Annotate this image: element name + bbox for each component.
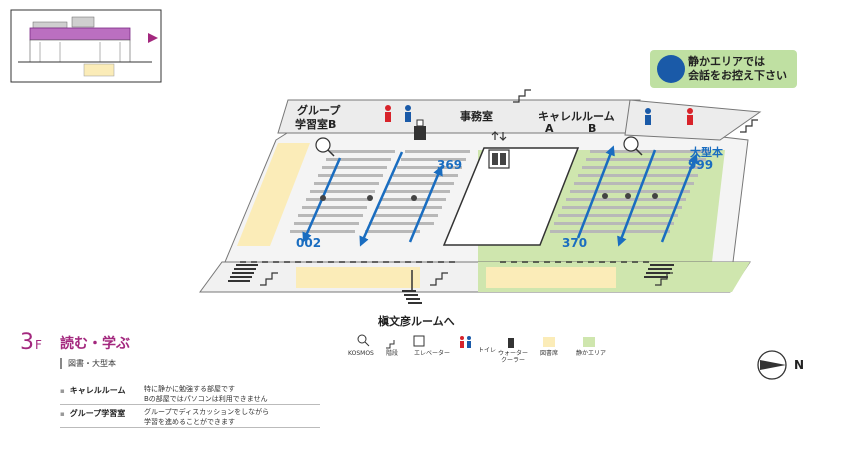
room-carrel-a: A: [545, 122, 554, 135]
room-group-study-line1: グループ: [297, 104, 341, 117]
reading-seats-bottom-right: [486, 267, 616, 288]
quiet-notice-line2: 会話をお控え下さい: [688, 69, 787, 82]
floor-collection: 図書・大型本: [60, 358, 116, 369]
legend-row: キャレルルーム 特に静かに勉強する部屋です Bの部屋ではパソコンは利用できません: [60, 382, 320, 405]
legend-quiet-area: 静かエリア: [576, 350, 607, 357]
building-minimap: [10, 9, 162, 83]
shelf-number-999: 999: [688, 158, 714, 172]
kosmos-terminal-icon: [623, 136, 643, 156]
legend-toilet: トイレ: [478, 347, 497, 354]
room-group-study-line2: 学習室B: [295, 118, 337, 131]
atrium-void: [442, 147, 580, 246]
room-carrel: キャレルルーム: [538, 110, 615, 123]
water-cooler-icon: [414, 119, 426, 140]
toilet-icon: [385, 105, 693, 125]
compass-north: N: [794, 358, 805, 372]
floor-title: 読む・学ぶ: [60, 336, 130, 352]
legend-row: グループ学習室 グループでディスカッションをしながら 学習を進めることができます: [60, 405, 320, 428]
room-office: 事務室: [460, 110, 493, 123]
book-stacks-zone: [237, 143, 310, 246]
room-carrel-b: B: [588, 122, 597, 135]
room-legend: キャレルルーム 特に静かに勉強する部屋です Bの部屋ではパソコンは利用できません…: [60, 382, 320, 428]
shelf-number-002: 002: [296, 236, 322, 250]
shelf-number-370: 370: [562, 236, 588, 250]
legend-stairs: 階段: [386, 350, 399, 357]
shelf-number-369: 369: [437, 158, 463, 172]
quiet-person-icon: [657, 55, 685, 83]
legend-water-cooler: ウォーター クーラー: [498, 350, 529, 364]
legend-kosmos: KOSMOS: [348, 350, 374, 357]
kosmos-terminal-icon: [315, 137, 335, 157]
legend-icons: [357, 334, 595, 349]
shelves-left: [290, 150, 470, 233]
large-books-label: 大型本: [690, 146, 723, 159]
elevator-icon: [488, 131, 510, 169]
quiet-notice-line1: 静かエリアでは: [688, 55, 765, 68]
reading-seats-bottom: [296, 267, 420, 288]
compass-icon: [757, 350, 787, 380]
legend-book-stacks: 図書席: [540, 350, 559, 357]
legend-elevator: エレベーター: [414, 350, 451, 357]
shelf-order-arrows: [302, 145, 698, 247]
floor-number: 3F: [20, 330, 42, 355]
quiet-area-notice: 静かエリアでは 会話をお控え下さい: [650, 50, 797, 88]
shelves-right: [550, 150, 710, 233]
current-floor-marker-icon: [148, 33, 158, 43]
floor-plan: [199, 99, 762, 293]
stairs-icon: [260, 89, 758, 286]
to-maki-room-label: 槇文彦ルームへ: [378, 315, 455, 328]
